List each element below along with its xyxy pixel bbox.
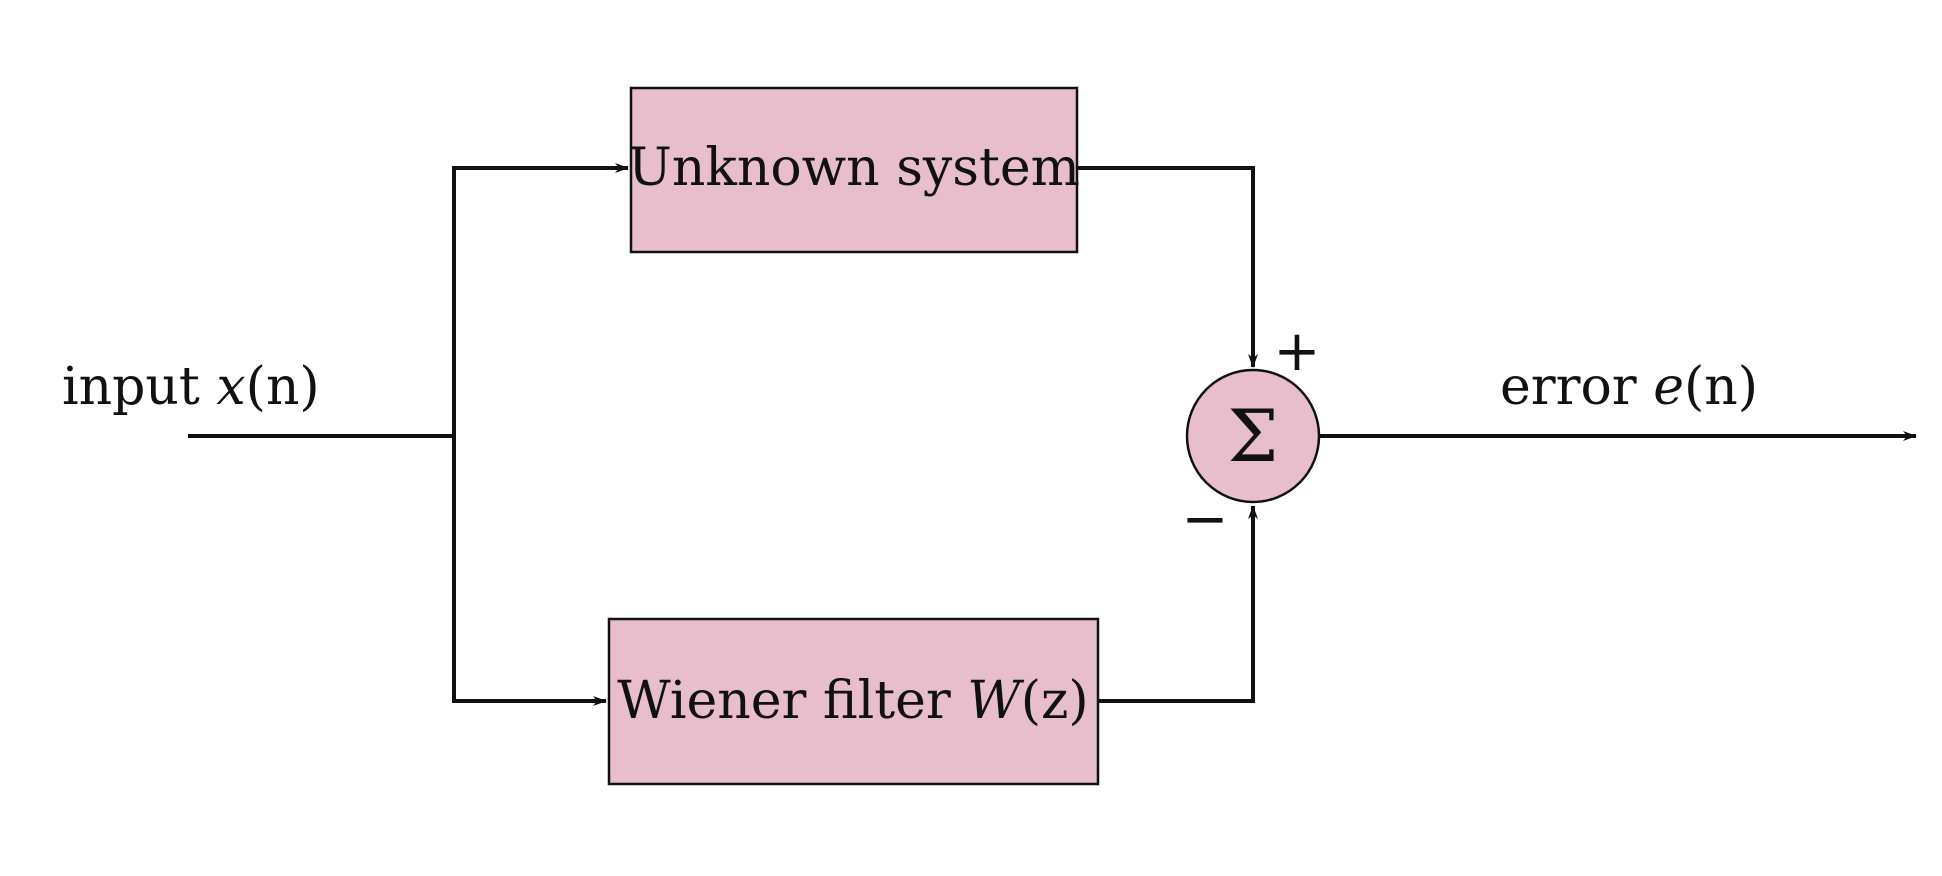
input-label-text: input bbox=[62, 357, 216, 417]
plus-sign: + bbox=[1274, 319, 1321, 384]
minus-sign: − bbox=[1182, 487, 1229, 552]
error-label-arg: (n) bbox=[1684, 357, 1758, 417]
error-label-math: e bbox=[1653, 357, 1684, 417]
input-label: input x(n) bbox=[62, 357, 320, 417]
wiener-filter-label-text: Wiener filter bbox=[617, 671, 967, 731]
wiener-filter-block: Wiener filter W(z) bbox=[607, 617, 1100, 786]
input-label-math: x bbox=[216, 357, 245, 417]
wiener-filter-box bbox=[607, 617, 1100, 786]
wiener-filter-label-arg: (z) bbox=[1021, 671, 1089, 731]
summing-junction: Σ bbox=[1185, 368, 1321, 504]
input-label-arg: (n) bbox=[246, 357, 320, 417]
unknown-system-label: Unknown system bbox=[628, 138, 1080, 198]
wiener-filter-label-math: W bbox=[967, 671, 1024, 731]
sigma-icon: Σ bbox=[1228, 394, 1279, 478]
error-label-text: error bbox=[1500, 357, 1653, 417]
wiener-filter-label: Wiener filter W(z) bbox=[617, 671, 1088, 731]
unknown-system-block: Unknown system bbox=[628, 86, 1080, 254]
wire-unknown-to-summer bbox=[1077, 166, 1258, 368]
error-label: error e(n) bbox=[1500, 357, 1758, 417]
wire-filter-to-summer bbox=[1098, 505, 1258, 703]
unknown-system-box bbox=[629, 86, 1079, 254]
